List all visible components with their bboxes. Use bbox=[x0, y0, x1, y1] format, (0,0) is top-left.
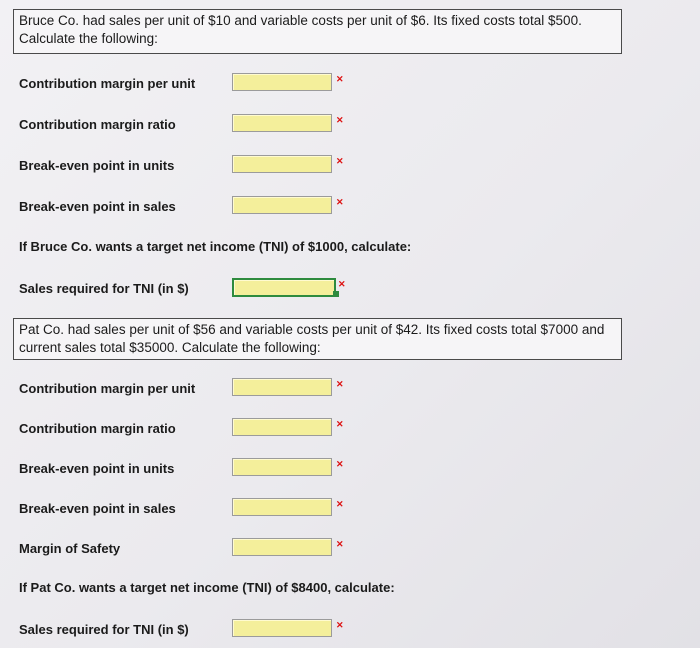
pat-row-cm-per-unit: Contribution margin per unit ✕ bbox=[19, 378, 359, 400]
pat-tni-prompt: If Pat Co. wants a target net income (TN… bbox=[19, 580, 395, 595]
x-mark-icon: ✕ bbox=[336, 419, 344, 429]
pat-label-bep-units: Break-even point in units bbox=[19, 461, 175, 476]
bruce-bep-units-input[interactable] bbox=[232, 155, 332, 173]
cell-fill-handle[interactable] bbox=[333, 291, 339, 297]
bruce-label-bep-sales: Break-even point in sales bbox=[19, 199, 176, 214]
x-mark-icon: ✕ bbox=[336, 115, 344, 125]
bruce-tni-sales-input[interactable] bbox=[232, 278, 336, 297]
bruce-label-tni-sales: Sales required for TNI (in $) bbox=[19, 281, 189, 296]
bruce-row-cm-per-unit: Contribution margin per unit ✕ bbox=[19, 73, 359, 95]
x-mark-icon: ✕ bbox=[336, 197, 344, 207]
bruce-cm-per-unit-input[interactable] bbox=[232, 73, 332, 91]
pat-row-bep-sales: Break-even point in sales ✕ bbox=[19, 498, 359, 520]
pat-problem-statement: Pat Co. had sales per unit of $56 and va… bbox=[13, 318, 622, 360]
bruce-row-tni-sales: Sales required for TNI (in $) ✕ bbox=[19, 278, 359, 300]
pat-label-bep-sales: Break-even point in sales bbox=[19, 501, 176, 516]
pat-intro-line1: Pat Co. had sales per unit of $56 and va… bbox=[19, 322, 605, 337]
pat-row-bep-units: Break-even point in units ✕ bbox=[19, 458, 359, 480]
bruce-tni-prompt: If Bruce Co. wants a target net income (… bbox=[19, 239, 412, 254]
x-mark-icon: ✕ bbox=[336, 539, 344, 549]
x-mark-icon: ✕ bbox=[338, 279, 346, 289]
x-mark-icon: ✕ bbox=[336, 156, 344, 166]
pat-label-cm-per-unit: Contribution margin per unit bbox=[19, 381, 196, 396]
bruce-problem-statement: Bruce Co. had sales per unit of $10 and … bbox=[13, 9, 622, 54]
bruce-intro-line1: Bruce Co. had sales per unit of $10 and … bbox=[19, 13, 582, 28]
bruce-label-cm-ratio: Contribution margin ratio bbox=[19, 117, 176, 132]
pat-row-tni-sales: Sales required for TNI (in $) ✕ bbox=[19, 619, 359, 641]
pat-cm-ratio-input[interactable] bbox=[232, 418, 332, 436]
pat-bep-units-input[interactable] bbox=[232, 458, 332, 476]
x-mark-icon: ✕ bbox=[336, 620, 344, 630]
pat-intro-line2: current sales total $35000. Calculate th… bbox=[19, 340, 321, 355]
bruce-label-bep-units: Break-even point in units bbox=[19, 158, 175, 173]
bruce-cm-ratio-input[interactable] bbox=[232, 114, 332, 132]
pat-margin-of-safety-input[interactable] bbox=[232, 538, 332, 556]
x-mark-icon: ✕ bbox=[336, 459, 344, 469]
x-mark-icon: ✕ bbox=[336, 499, 344, 509]
bruce-row-cm-ratio: Contribution margin ratio ✕ bbox=[19, 114, 359, 136]
bruce-bep-sales-input[interactable] bbox=[232, 196, 332, 214]
pat-row-margin-of-safety: Margin of Safety ✕ bbox=[19, 538, 359, 560]
pat-tni-sales-input[interactable] bbox=[232, 619, 332, 637]
bruce-label-cm-per-unit: Contribution margin per unit bbox=[19, 76, 196, 91]
x-mark-icon: ✕ bbox=[336, 74, 344, 84]
bruce-row-bep-sales: Break-even point in sales ✕ bbox=[19, 196, 359, 218]
pat-row-cm-ratio: Contribution margin ratio ✕ bbox=[19, 418, 359, 440]
pat-label-tni-sales: Sales required for TNI (in $) bbox=[19, 622, 189, 637]
bruce-row-bep-units: Break-even point in units ✕ bbox=[19, 155, 359, 177]
pat-cm-per-unit-input[interactable] bbox=[232, 378, 332, 396]
pat-label-cm-ratio: Contribution margin ratio bbox=[19, 421, 176, 436]
x-mark-icon: ✕ bbox=[336, 379, 344, 389]
pat-bep-sales-input[interactable] bbox=[232, 498, 332, 516]
pat-label-margin-of-safety: Margin of Safety bbox=[19, 541, 121, 556]
bruce-intro-line2: Calculate the following: bbox=[19, 31, 158, 46]
